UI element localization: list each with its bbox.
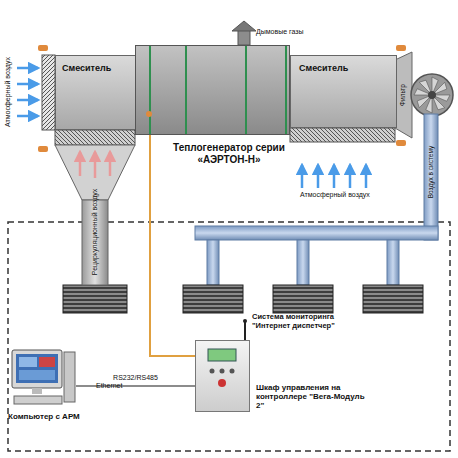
antenna [243, 319, 247, 340]
computer-illustration [16, 354, 58, 383]
supply-duct [195, 114, 438, 285]
air-arrows [17, 99, 38, 102]
supply-duct [195, 226, 438, 240]
annotation: Система мониторинга "Интернет диспетчер" [252, 313, 362, 330]
frame-stripe [185, 46, 187, 134]
fan-housing [395, 52, 412, 138]
recirculation-arrows [94, 152, 97, 178]
flow-label: Фильтр [399, 84, 406, 106]
node-label: Смеситель [291, 56, 396, 73]
air-arrows [17, 67, 38, 70]
recirculation-arrows [109, 152, 112, 176]
sensor-icon [396, 140, 406, 146]
computer-illustration [32, 388, 42, 394]
chimney [232, 21, 256, 45]
computer-illustration [64, 352, 75, 402]
computer-illustration [12, 350, 62, 388]
node-heading: Компьютер с АРМ [8, 412, 128, 421]
signal-label: RS232/RS485 [111, 374, 160, 381]
antenna [243, 319, 247, 323]
mixer-grille [42, 55, 55, 130]
supply-duct [387, 240, 399, 285]
air-arrows [17, 115, 38, 118]
node-heading: Теплогенератор серии «АЭРТОН-Н» [154, 142, 304, 165]
computer: Компьютер с АРМ [8, 346, 76, 408]
vent-grille [273, 285, 333, 313]
flow-label: Атмосферный воздух [4, 57, 12, 127]
sensor-dot [146, 111, 152, 117]
flow-label: Рециркуляционный воздух [91, 189, 99, 275]
air-arrows [333, 165, 336, 188]
antenna [244, 322, 246, 340]
sensor-icon [38, 45, 48, 51]
controller-display [208, 349, 236, 361]
air-arrows [301, 165, 304, 188]
mixer-box: Смеситель [55, 55, 137, 130]
controller-button [220, 369, 225, 374]
supply-duct [424, 114, 438, 240]
vent-grille [363, 285, 423, 313]
sensor-icon [396, 45, 406, 51]
node-label: Смеситель [56, 56, 136, 73]
mixer-grille [55, 130, 135, 145]
dashed-boundary [8, 222, 450, 451]
control-cabinet: Шкаф управления на контроллере "Вега-Мод… [195, 340, 250, 412]
supply-duct [207, 240, 219, 285]
vent-grille [63, 285, 423, 313]
mixer-box: Смеситель [290, 55, 397, 128]
sensor-icon [38, 45, 406, 152]
computer-illustration [12, 350, 75, 404]
air-arrows [317, 165, 320, 188]
annotation: Дымовые газы [256, 28, 304, 36]
computer-illustration [19, 357, 37, 367]
recirculation-duct [55, 145, 135, 285]
chimney [232, 21, 256, 31]
air-arrows [365, 165, 368, 188]
heat-generator: Теплогенератор серии «АЭРТОН-Н» [135, 45, 290, 135]
mixer-grille [290, 128, 395, 142]
supply-duct [297, 240, 309, 285]
frame-stripe [245, 46, 247, 134]
vent-grille [63, 285, 127, 313]
recirculation-arrows [79, 152, 82, 176]
annotation: Атмосферный воздух [300, 191, 370, 199]
flow-label: Воздух в систему [427, 146, 434, 199]
annotation: Ethernet [96, 382, 122, 390]
fan-housing [428, 91, 436, 99]
air-arrows [349, 165, 352, 188]
computer-illustration [19, 370, 55, 380]
fan-blades [414, 77, 450, 113]
controller-button [230, 369, 235, 374]
recirculation-arrows [80, 152, 110, 178]
vent-grille [183, 285, 243, 313]
air-arrows [17, 83, 38, 86]
data-link [76, 385, 195, 387]
controller-button [218, 379, 226, 387]
generator-frame [136, 46, 289, 134]
frame-stripe [285, 46, 287, 134]
controller-button [210, 369, 215, 374]
node-heading: Шкаф управления на контроллере "Вега-Мод… [256, 383, 368, 411]
sensor-icon [38, 146, 48, 152]
fan-housing [411, 74, 453, 116]
computer-illustration [39, 357, 55, 367]
computer-illustration [14, 396, 62, 404]
frame-stripe [149, 46, 151, 134]
cabinet-panel [196, 341, 249, 411]
control-wire [150, 135, 195, 356]
